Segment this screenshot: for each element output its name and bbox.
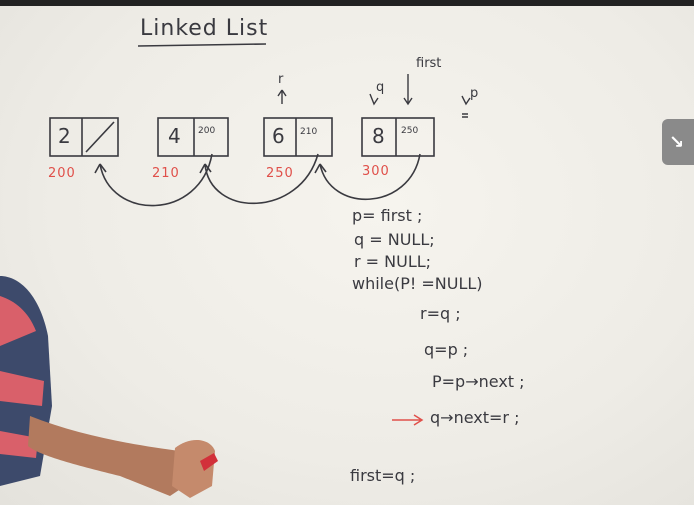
code-line-9: first=q ; (350, 466, 416, 485)
node-2-address: 210 (152, 166, 180, 181)
arc-300-to-250 (319, 153, 421, 200)
board-title: Linked List (140, 16, 269, 41)
code-line-3: r = NULL; (354, 252, 432, 271)
highlight-arrow (392, 414, 424, 426)
node-300 (361, 117, 435, 157)
pointer-arrows (277, 74, 471, 118)
code-line-1: p= first ; (352, 206, 423, 225)
node-2-data: 4 (168, 124, 181, 148)
node-3-link: 210 (300, 127, 318, 137)
node-210 (157, 117, 229, 157)
node-1-data: 2 (58, 124, 71, 148)
code-line-2: q = NULL; (354, 230, 435, 249)
node-2-link: 200 (198, 126, 216, 136)
node-1-address: 200 (48, 166, 76, 181)
whiteboard: Linked List 2 4 200 6 210 8 250 200 210 … (0, 6, 694, 505)
node-250 (263, 117, 333, 157)
expand-button[interactable]: ↘ (662, 119, 694, 165)
presenter (0, 276, 218, 498)
pointer-p-label: p (470, 86, 479, 101)
pointer-r-label: r (278, 72, 284, 87)
node-3-data: 6 (272, 124, 285, 148)
reversed-links (94, 153, 421, 207)
code-line-5: r=q ; (420, 304, 461, 323)
code-line-7: P=p→next ; (432, 372, 525, 391)
code-line-6: q=p ; (424, 340, 469, 359)
node-3-address: 250 (266, 166, 294, 181)
arc-250-to-210 (204, 153, 319, 205)
node-4-link: 250 (401, 126, 419, 136)
title-underline (137, 43, 267, 47)
pointer-first-label: first (416, 56, 442, 71)
code-line-4: while(P! =NULL) (352, 274, 483, 293)
node-200 (49, 117, 119, 157)
arc-210-to-200 (99, 153, 213, 207)
pointer-q-label: q (376, 80, 385, 95)
code-line-8: q→next=r ; (430, 408, 520, 427)
node-4-data: 8 (372, 124, 385, 148)
first-arrow (403, 74, 413, 106)
node-4-address: 300 (362, 164, 390, 179)
expand-icon: ↘ (669, 132, 685, 153)
whiteboard-drawing (0, 43, 471, 498)
video-top-bar (0, 0, 694, 6)
